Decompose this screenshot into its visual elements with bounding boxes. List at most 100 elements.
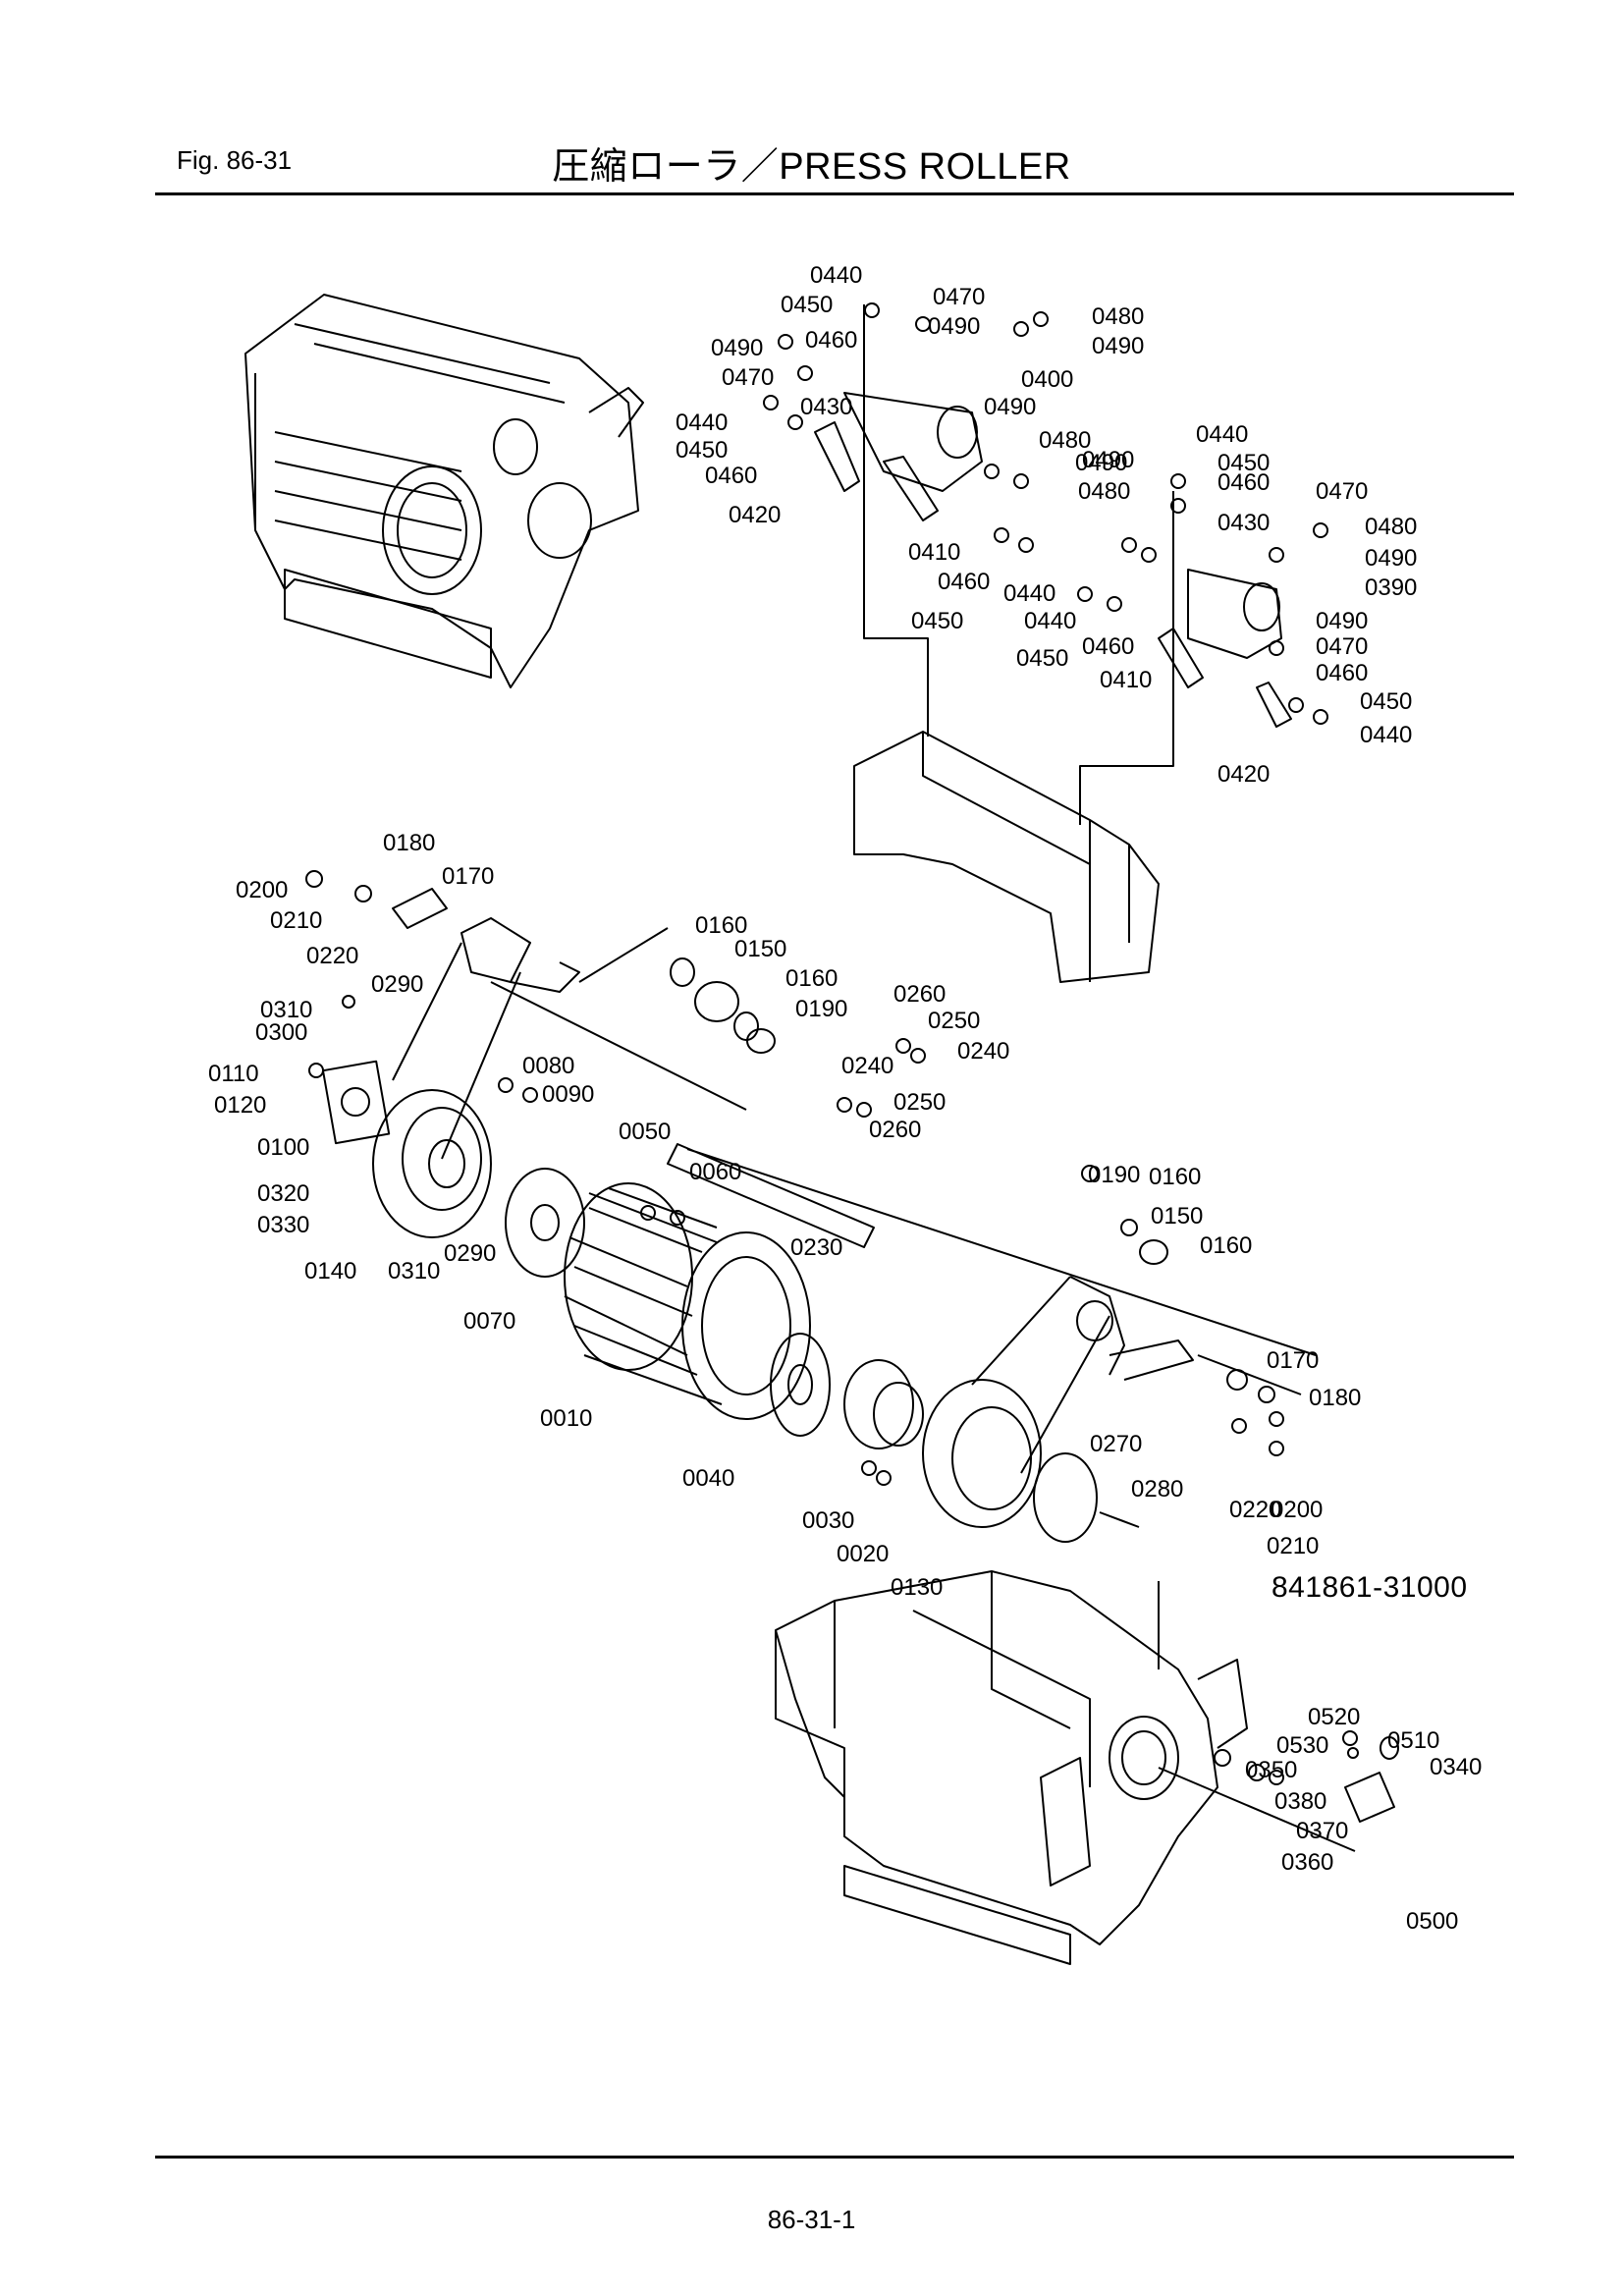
part-callout-0490: 0490 (1092, 333, 1144, 359)
part-callout-0100: 0100 (257, 1134, 309, 1161)
part-callout-0450: 0450 (676, 437, 728, 464)
part-callout-0440: 0440 (810, 262, 862, 289)
part-callout-0160: 0160 (1200, 1232, 1252, 1259)
part-callout-0370: 0370 (1296, 1818, 1348, 1844)
part-callout-0440: 0440 (1360, 722, 1412, 748)
part-callout-0290: 0290 (371, 971, 423, 998)
part-callout-0070: 0070 (463, 1308, 515, 1335)
figure-number: Fig. 86-31 (177, 145, 293, 175)
page-number: 86-31-1 (767, 2205, 856, 2234)
part-callout-0160: 0160 (785, 965, 838, 992)
assembled-unit-illustration (244, 294, 644, 688)
page-title: 圧縮ローラ／PRESS ROLLER (552, 146, 1071, 188)
part-callout-0460: 0460 (1082, 633, 1134, 660)
part-callout-0260: 0260 (893, 981, 946, 1008)
part-callout-0310: 0310 (260, 997, 312, 1023)
part-callout-0490: 0490 (984, 394, 1036, 420)
part-callout-0260: 0260 (869, 1117, 921, 1143)
part-callout-0120: 0120 (214, 1092, 266, 1119)
part-callout-0160: 0160 (1149, 1164, 1201, 1190)
part-callout-0460: 0460 (938, 569, 990, 595)
part-callout-0470: 0470 (933, 284, 985, 310)
part-callout-0430: 0430 (1217, 510, 1270, 536)
part-callout-0490: 0490 (1075, 450, 1127, 476)
shaft-illustration (667, 1143, 1317, 1356)
part-callout-0150: 0150 (734, 936, 786, 962)
part-callout-0200: 0200 (236, 877, 288, 903)
part-callout-0160: 0160 (695, 912, 747, 939)
part-callout-0090: 0090 (542, 1081, 594, 1108)
part-callout-0450: 0450 (1217, 450, 1270, 476)
part-callout-0190: 0190 (795, 996, 847, 1022)
part-callout-0350: 0350 (1245, 1757, 1297, 1783)
left-pulley-assembly (305, 870, 926, 1278)
part-callout-0250: 0250 (893, 1089, 946, 1116)
part-callout-0170: 0170 (442, 863, 494, 890)
part-callout-0220: 0220 (306, 943, 358, 969)
part-callout-0430: 0430 (800, 394, 852, 420)
part-callout-0440: 0440 (1003, 580, 1055, 607)
part-callout-0200: 0200 (1271, 1497, 1323, 1523)
part-callout-0340: 0340 (1430, 1754, 1482, 1780)
part-callout-0150: 0150 (1151, 1203, 1203, 1230)
part-callout-0110: 0110 (208, 1061, 259, 1087)
part-callout-0470: 0470 (1316, 633, 1368, 660)
part-callout-0020: 0020 (837, 1541, 889, 1567)
part-callout-0490: 0490 (711, 335, 763, 361)
part-callout-0360: 0360 (1281, 1849, 1333, 1876)
part-callout-0050: 0050 (619, 1119, 671, 1145)
part-callout-0210: 0210 (270, 907, 322, 934)
part-callout-0080: 0080 (522, 1053, 574, 1079)
part-callout-0440: 0440 (1196, 421, 1248, 448)
part-callout-0420: 0420 (1217, 761, 1270, 788)
part-callout-0500: 0500 (1406, 1908, 1458, 1935)
part-callout-0270: 0270 (1090, 1431, 1142, 1457)
part-callout-0140: 0140 (304, 1258, 356, 1285)
part-callout-0460: 0460 (805, 327, 857, 354)
part-callout-0480: 0480 (1365, 514, 1417, 540)
part-callout-0450: 0450 (1360, 688, 1412, 715)
part-callout-0380: 0380 (1274, 1788, 1326, 1815)
part-callout-0460: 0460 (1217, 469, 1270, 496)
part-callout-0180: 0180 (1309, 1385, 1361, 1411)
upper-frame-illustration (853, 731, 1160, 983)
part-callout-0280: 0280 (1131, 1476, 1183, 1503)
part-callout-0250: 0250 (928, 1008, 980, 1034)
right-pulley-assembly (770, 1165, 1302, 1543)
part-callout-0490: 0490 (1365, 545, 1417, 572)
part-callout-0480: 0480 (1039, 427, 1091, 454)
part-callout-0060: 0060 (689, 1159, 741, 1185)
part-callout-0490: 0490 (928, 313, 980, 340)
part-callout-0330: 0330 (257, 1212, 309, 1238)
part-callout-0190: 0190 (1088, 1162, 1140, 1188)
part-callout-0460: 0460 (705, 463, 757, 489)
drawing-number: 841861-31000 (1271, 1571, 1468, 1604)
part-callout-0530: 0530 (1276, 1732, 1328, 1759)
part-callout-0030: 0030 (802, 1507, 854, 1534)
upper-bracket-parts (763, 302, 1328, 825)
part-callout-0220: 0220 (1229, 1497, 1281, 1523)
part-callout-0440: 0440 (676, 410, 728, 436)
lower-frame-illustration (775, 1570, 1399, 1965)
part-callout-0400: 0400 (1021, 366, 1073, 393)
part-callout-0320: 0320 (257, 1180, 309, 1207)
part-callout-0520: 0520 (1308, 1704, 1360, 1730)
part-callout-0310: 0310 (388, 1258, 440, 1285)
part-callout-0240: 0240 (841, 1053, 893, 1079)
part-callout-0130: 0130 (891, 1574, 943, 1601)
part-callout-0470: 0470 (722, 364, 774, 391)
part-callout-0420: 0420 (729, 502, 781, 528)
part-callout-0480: 0480 (1078, 478, 1130, 505)
part-callout-0460: 0460 (1316, 660, 1368, 686)
part-callout-0510: 0510 (1387, 1727, 1439, 1754)
part-callout-0300: 0300 (255, 1019, 307, 1046)
part-callout-0450: 0450 (911, 608, 963, 634)
part-callout-0170: 0170 (1267, 1347, 1319, 1374)
part-callout-0230: 0230 (790, 1234, 842, 1261)
part-callout-0490: 0490 (1082, 447, 1134, 473)
part-callout-0180: 0180 (383, 830, 435, 856)
press-roller-illustration (564, 1182, 811, 1420)
part-callout-0390: 0390 (1365, 574, 1417, 601)
part-callout-0290: 0290 (444, 1240, 496, 1267)
